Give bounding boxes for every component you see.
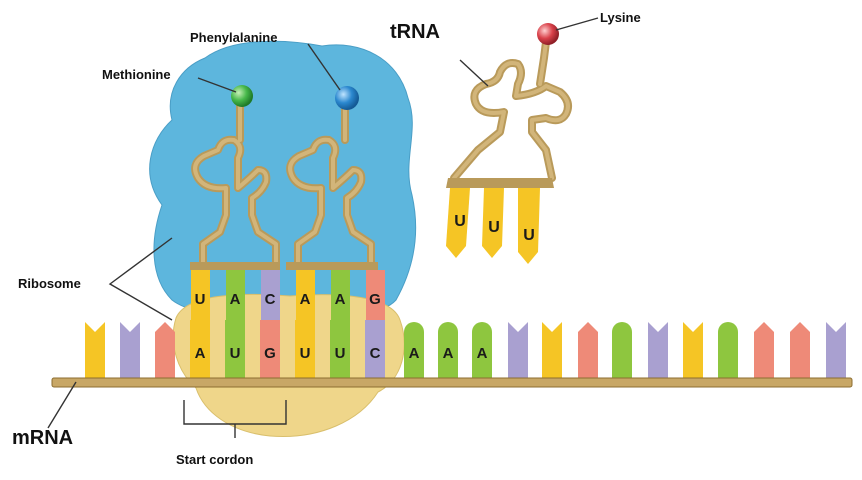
- mrna-backbone: [51, 377, 853, 388]
- mrna-base-6: C: [370, 345, 381, 362]
- trna-phenylalanine: [286, 86, 378, 270]
- label-phenylalanine: Phenylalanine: [190, 30, 277, 45]
- phe-anticodon-2: A: [335, 291, 346, 308]
- label-lysine: Lysine: [600, 10, 641, 25]
- phe-anticodon-1: A: [300, 291, 311, 308]
- mrna-codon-labels: A U G U U C A A A: [195, 345, 488, 362]
- mrna-nucleotide-4: [190, 320, 210, 380]
- mrna-nucleotide-16: [612, 322, 632, 380]
- label-mrna: mRNA: [12, 427, 73, 449]
- anticodon-labels: U A C A A G: [195, 291, 381, 308]
- mrna-nucleotide-9: [365, 320, 385, 380]
- mrna-base-4: U: [300, 345, 311, 362]
- mrna-nucleotide-7: [295, 320, 315, 380]
- mrna-nucleotide-2: [120, 322, 140, 380]
- trna-methionine: [190, 85, 280, 270]
- mrna-base-5: U: [335, 345, 346, 362]
- met-anticodon-1: U: [195, 291, 206, 308]
- mrna-nucleotide-20: [754, 322, 774, 380]
- mrna-nucleotide-22: [826, 322, 846, 380]
- label-trna: tRNA: [390, 21, 440, 43]
- trna-lysine: U U U: [446, 23, 572, 264]
- phenylalanine-amino-acid: [335, 86, 359, 110]
- mrna-base-2: U: [230, 345, 241, 362]
- mrna-nucleotide-3: [155, 322, 175, 380]
- lys-anticodon-3: U: [523, 227, 535, 244]
- mrna-nucleotide-19: [718, 322, 738, 380]
- label-methionine: Methionine: [102, 67, 171, 82]
- phe-anticodon-3: G: [369, 291, 381, 308]
- anticodon-bars: [191, 270, 385, 320]
- mrna-nucleotide-8: [330, 320, 350, 380]
- mrna-nucleotide-5: [225, 320, 245, 380]
- methionine-amino-acid: [231, 85, 253, 107]
- label-start-codon: Start cordon: [176, 452, 253, 467]
- mrna-nucleotide-17: [648, 322, 668, 380]
- mrna-nucleotide-15: [578, 322, 598, 380]
- met-anticodon-2: A: [230, 291, 241, 308]
- label-ribosome: Ribosome: [18, 276, 81, 291]
- leader-lines: [47, 17, 599, 438]
- mrna-base-1: A: [195, 345, 206, 362]
- mrna-base-3: G: [264, 345, 276, 362]
- mrna-nucleotide-11: [438, 322, 458, 380]
- mrna-base-8: A: [443, 345, 454, 362]
- mrna-nucleotide-6: [260, 320, 280, 380]
- mrna-nucleotide-18: [683, 322, 703, 380]
- lysine-amino-acid: [537, 23, 559, 45]
- mrna-nucleotides: [85, 320, 846, 380]
- mrna-nucleotide-12: [472, 322, 492, 380]
- mrna-nucleotide-13: [508, 322, 528, 380]
- met-anticodon-3: C: [265, 291, 276, 308]
- mrna-nucleotide-1: [85, 322, 105, 380]
- mrna-base-9: A: [477, 345, 488, 362]
- mrna-nucleotide-10: [404, 322, 424, 380]
- lys-anticodon-1: U: [454, 213, 466, 230]
- mrna-nucleotide-14: [542, 322, 562, 380]
- mrna-nucleotide-21: [790, 322, 810, 380]
- lys-anticodon-2: U: [488, 219, 500, 236]
- mrna-base-7: A: [409, 345, 420, 362]
